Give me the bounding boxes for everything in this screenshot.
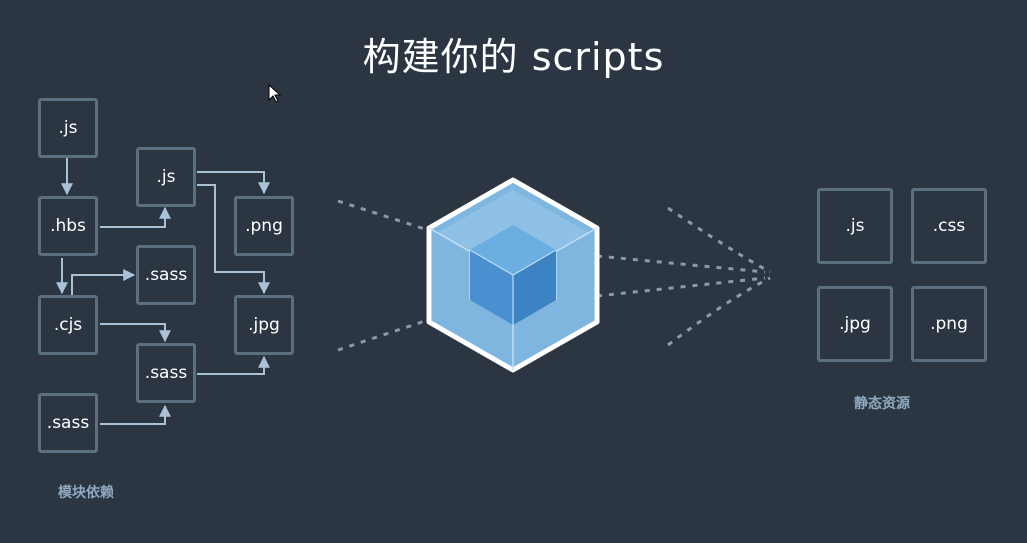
connector-js-png — [197, 171, 270, 195]
asset-label: .jpg — [839, 314, 871, 334]
flow-line-out-bottom — [596, 276, 766, 298]
connector-js-jpg — [197, 184, 270, 295]
mouse-cursor-icon — [268, 84, 282, 103]
asset-box-png: .png — [911, 286, 987, 362]
connector-hbs-js — [100, 206, 171, 228]
asset-label: .css — [932, 216, 966, 236]
asset-box-css: .css — [911, 188, 987, 264]
module-box-sass-bottom: .sass — [38, 393, 98, 453]
module-label: .cjs — [53, 315, 83, 335]
module-label: .jpg — [248, 315, 280, 335]
assets-caption: 静态资源 — [854, 396, 910, 412]
module-box-png: .png — [234, 196, 294, 256]
module-box-js: .js — [38, 98, 98, 158]
flow-line-in-top — [337, 199, 429, 232]
module-label: .sass — [144, 265, 188, 285]
connector-cjs-sass2 — [100, 323, 171, 343]
module-label: .js — [58, 118, 78, 138]
module-label: .png — [245, 216, 283, 236]
module-box-jpg: .jpg — [234, 295, 294, 355]
module-box-cjs: .cjs — [38, 295, 98, 355]
module-label: .js — [156, 167, 176, 187]
module-box-hbs: .hbs — [38, 196, 98, 256]
flow-arc-bottom — [667, 276, 771, 347]
page-title: 构建你的 scripts — [362, 35, 665, 79]
module-label: .sass — [144, 363, 188, 383]
module-label: .sass — [46, 413, 90, 433]
module-box-js-second: .js — [136, 147, 196, 207]
connector-sass3-sass2 — [100, 404, 171, 425]
asset-label: .png — [930, 314, 968, 334]
modules-caption: 模块依赖 — [58, 485, 114, 501]
flow-line-out-top — [596, 254, 766, 274]
module-box-sass-middle: .sass — [136, 343, 196, 403]
connector-cjs-sass — [71, 269, 136, 295]
asset-box-jpg: .jpg — [817, 286, 893, 362]
connector-sass2-jpg — [197, 355, 270, 375]
module-label: .hbs — [50, 216, 86, 236]
asset-box-js: .js — [817, 188, 893, 264]
asset-label: .js — [845, 216, 865, 236]
flow-arc-top — [667, 206, 771, 274]
flow-line-in-bottom — [337, 318, 429, 352]
module-box-sass-top: .sass — [136, 245, 196, 305]
